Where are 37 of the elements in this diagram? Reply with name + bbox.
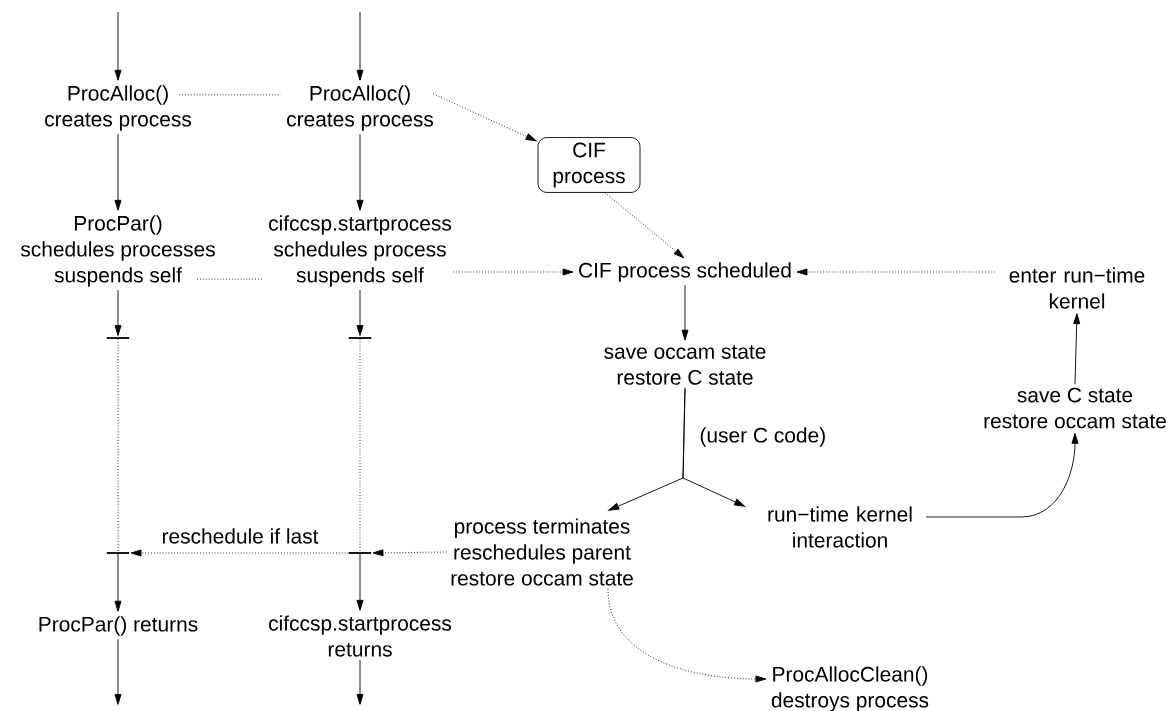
arrow [452, 268, 574, 276]
arrow [604, 192, 685, 259]
arrow [356, 553, 364, 611]
process-label: cifccsp.startprocess returns [269, 615, 452, 657]
arrow [114, 11, 122, 81]
arrow [682, 387, 746, 507]
arrow [925, 432, 1079, 518]
arrow [796, 268, 995, 276]
arrow [114, 638, 122, 705]
process-label: process terminates reschedules parent restore occam state [451, 518, 633, 586]
process-label: run−time kernel interaction [768, 506, 912, 548]
process-label: save occam state restore C state [604, 345, 766, 385]
arrow [681, 284, 689, 341]
arrow [607, 588, 767, 683]
process-label: ProcAlloc() creates process [45, 85, 192, 131]
arrow [114, 553, 122, 612]
arrow [130, 549, 349, 557]
arrow [114, 289, 122, 336]
arrow [356, 289, 364, 336]
arrow [356, 659, 364, 705]
process-label: enter run−time kernel [1009, 267, 1145, 309]
process-label: ProcAllocClean() destroys process [771, 666, 929, 711]
process-label: cifccsp.startprocess schedules process suspends self [269, 215, 452, 287]
process-label: ProcPar() schedules processes suspends self [20, 215, 215, 287]
arrow [356, 11, 364, 81]
arrow [372, 549, 448, 557]
process-label: ProcAlloc() creates process [287, 85, 434, 131]
arrow [1073, 313, 1081, 385]
arrow [356, 133, 364, 211]
process-label: ProcPar() returns [39, 616, 198, 636]
process-label: save C state restore occam state [984, 387, 1166, 429]
process-label: CIF process scheduled [579, 262, 791, 282]
edge-label: (user C code) [697, 425, 829, 449]
process-box: CIF process [537, 137, 641, 193]
edge-label: reschedule if last [159, 526, 321, 546]
arrow [114, 133, 122, 211]
arrow [432, 93, 537, 142]
